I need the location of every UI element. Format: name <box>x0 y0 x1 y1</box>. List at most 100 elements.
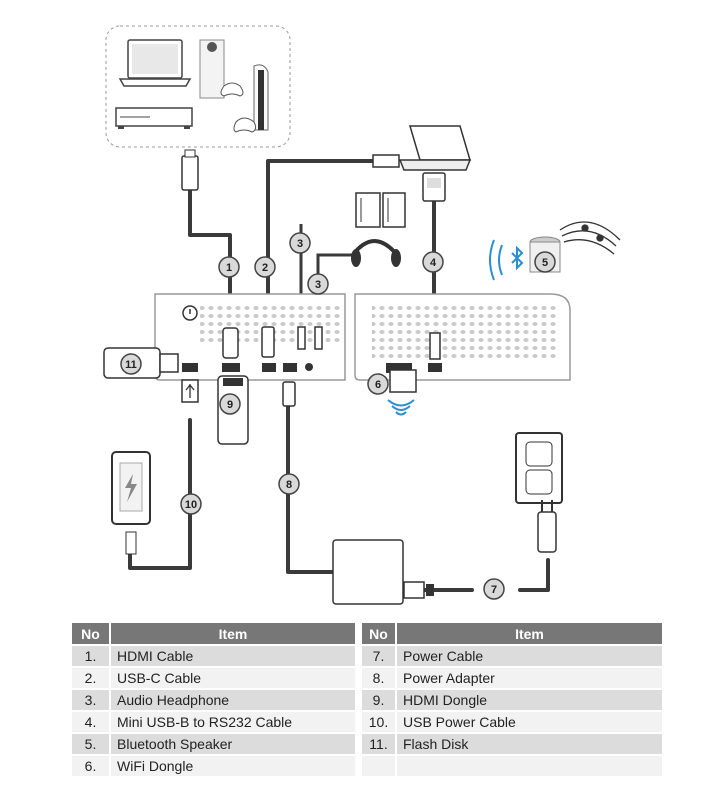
column-header-no: No <box>72 623 111 645</box>
callout-2: 2 <box>254 256 276 278</box>
row-number <box>362 754 397 776</box>
callout-circle <box>218 256 240 278</box>
callout-3: 3 <box>289 232 311 254</box>
callout-number: 2 <box>262 262 268 274</box>
headphone-icon <box>350 239 401 267</box>
callout-circle <box>422 251 444 273</box>
callout-number: 9 <box>227 399 233 411</box>
callout-11: 10 <box>180 493 202 515</box>
table-row: 9.HDMI Dongle <box>362 688 662 711</box>
row-item: HDMI Dongle <box>396 688 662 711</box>
callout-number: 3 <box>297 238 303 250</box>
row-item: Power Cable <box>396 644 662 667</box>
row-item: Bluetooth Speaker <box>110 732 355 755</box>
speakers-icon <box>355 192 406 228</box>
callout-circle <box>289 232 311 254</box>
table-row: 7.Power Cable <box>362 644 662 667</box>
row-number: 5. <box>72 732 111 755</box>
hdmi-connector-icon <box>181 149 199 191</box>
callout-circle <box>367 373 389 395</box>
usb-port-icon <box>182 363 198 372</box>
row-number: 7. <box>362 644 397 667</box>
callout-number: 6 <box>375 379 381 391</box>
row-number: 2. <box>72 666 111 689</box>
callout-9: 8 <box>278 473 300 495</box>
row-number: 3. <box>72 688 111 711</box>
row-item: Mini USB-B to RS232 Cable <box>110 710 355 733</box>
callout-number: 3 <box>315 279 321 291</box>
row-number: 11. <box>362 732 397 755</box>
table-row: 2.USB-C Cable <box>72 666 355 689</box>
callout-number: 8 <box>286 479 292 491</box>
callout-circle <box>120 353 142 375</box>
row-number: 1. <box>72 644 111 667</box>
row-item: USB-C Cable <box>110 666 355 689</box>
column-header-no: No <box>362 623 397 645</box>
column-header-item: Item <box>110 623 355 645</box>
phone-battery-icon <box>111 451 151 555</box>
hdmi-cable <box>188 188 232 332</box>
table-row: 3.Audio Headphone <box>72 688 355 711</box>
game-console-icon <box>199 39 244 99</box>
media-player-icon <box>115 107 193 129</box>
callout-4: 3 <box>307 273 329 295</box>
row-item: Power Adapter <box>396 666 662 689</box>
callout-circle <box>278 473 300 495</box>
callout-circle <box>219 393 241 415</box>
table-row: 6.WiFi Dongle <box>72 754 355 776</box>
audio-port-icon <box>305 363 313 371</box>
callout-6: 5 <box>534 251 556 273</box>
music-notes-icon <box>559 221 621 255</box>
callout-circle <box>180 493 202 515</box>
callout-circle <box>534 251 556 273</box>
table-row: 4.Mini USB-B to RS232 Cable <box>72 710 355 733</box>
power-cable-2 <box>518 558 550 592</box>
usbc-port-icon <box>262 363 276 372</box>
row-number: 4. <box>72 710 111 733</box>
adapter-cable <box>286 403 337 574</box>
source-devices-group <box>105 25 291 148</box>
serial-connector-icon <box>422 172 446 202</box>
table-row: 10.USB Power Cable <box>362 710 662 733</box>
wifi-dongle <box>387 369 417 416</box>
row-number: 6. <box>72 754 111 776</box>
callout-1: 1 <box>218 256 240 278</box>
callout-circle <box>254 256 276 278</box>
callout-number: 5 <box>542 257 548 269</box>
plugs <box>222 326 441 407</box>
callout-circle <box>307 273 329 295</box>
row-item: HDMI Cable <box>110 644 355 667</box>
callout-12: 11 <box>120 353 142 375</box>
table-row <box>362 754 662 776</box>
row-item: USB Power Cable <box>396 710 662 733</box>
bluetooth-icon <box>489 239 524 281</box>
row-item <box>396 754 662 776</box>
callout-5: 4 <box>422 251 444 273</box>
wall-outlet-icon <box>515 432 563 504</box>
hdmi-port-2-icon <box>386 363 412 373</box>
power-plug-icon <box>537 500 557 553</box>
wifi-icon <box>387 399 415 416</box>
projector-side-panel <box>354 293 571 381</box>
bluetooth-speaker <box>489 221 621 281</box>
callout-10: 9 <box>219 393 241 415</box>
callout-number: 4 <box>430 257 437 269</box>
game-console-2-icon <box>233 64 269 133</box>
laptop-2-icon <box>372 125 472 171</box>
row-item: Audio Headphone <box>110 688 355 711</box>
callout-number: 1 <box>226 262 232 274</box>
row-number: 9. <box>362 688 397 711</box>
hdmi-port-icon <box>222 363 240 372</box>
usb-plug-icon <box>181 379 199 403</box>
callout-number: 11 <box>125 359 137 371</box>
power-adapter-icon <box>332 539 404 605</box>
table-row: 5.Bluetooth Speaker <box>72 732 355 755</box>
callout-7: 6 <box>367 373 389 395</box>
row-number: 8. <box>362 666 397 689</box>
row-item: Flash Disk <box>396 732 662 755</box>
laptop-icon <box>118 39 192 87</box>
